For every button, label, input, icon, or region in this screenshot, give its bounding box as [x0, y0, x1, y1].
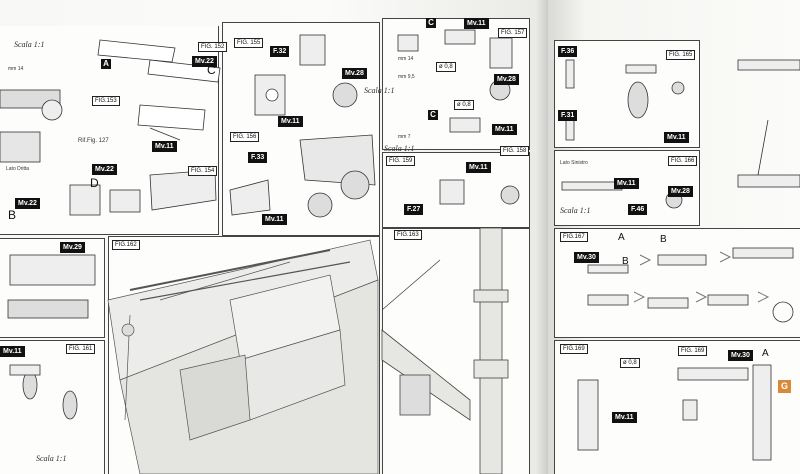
part-tag: Mv.28: [342, 68, 367, 79]
fig-153-label: FIG.153: [92, 96, 120, 106]
step-letter: C: [426, 18, 436, 28]
fig-154-label: FIG. 154: [188, 166, 218, 176]
diameter-label: ø 0,8: [436, 62, 456, 72]
step-letter: A: [101, 59, 111, 69]
fig-163-label: FIG.163: [394, 230, 422, 240]
part-tag: Mv.11: [492, 124, 517, 135]
fig-156-label: FIG. 156: [230, 132, 260, 142]
scale-label: Scala 1:1: [560, 206, 591, 215]
scale-label: Scala 1:1: [36, 454, 67, 463]
technical-drawings-right: [561, 59, 800, 461]
technical-drawings: [0, 29, 520, 474]
part-tag: Mv.11: [664, 132, 689, 143]
reference-label: Rif.Fig. 127: [78, 138, 109, 144]
step-letter: B: [660, 234, 667, 245]
step-letter: D: [90, 176, 99, 190]
part-tag: F.32: [270, 46, 290, 57]
step-letter: C: [428, 110, 438, 120]
right-page: F.36 FIG. 165 F.31 Mv.11 Lato Sinistro F…: [548, 0, 800, 474]
step-letter: A: [618, 232, 625, 243]
part-tag: Mv.28: [668, 186, 693, 197]
diameter-label: ø 0,8: [620, 358, 640, 368]
part-tag: Mv.11: [278, 116, 303, 127]
step-letter: A: [762, 348, 769, 359]
side-label: Lato Dritta: [6, 166, 30, 172]
fig-167-label: FIG.167: [560, 232, 588, 242]
dimension-label: mm 7: [398, 134, 411, 140]
part-tag: Mv.11: [614, 178, 639, 189]
part-tag: Mv.11: [152, 141, 177, 152]
fig-166-label: FIG. 166: [668, 156, 698, 166]
step-letter: B: [622, 256, 629, 267]
scale-label: Scala 1:1: [384, 144, 415, 153]
part-tag: Mv.11: [466, 162, 491, 173]
part-tag: Mv.11: [262, 214, 287, 225]
side-label: Lato Sinistro: [560, 160, 588, 166]
dimension-label: mm 14: [398, 56, 414, 62]
part-tag: F.31: [558, 110, 578, 121]
part-tag: Mv.22: [15, 198, 40, 209]
part-tag: Mv.30: [574, 252, 599, 263]
fig-157-label: FIG. 157: [498, 28, 528, 38]
scale-label: Scala 1:1: [14, 40, 45, 49]
fig-159-label: FIG. 159: [386, 156, 416, 166]
fig-161-label: FIG. 161: [66, 344, 96, 354]
step-letter: C: [207, 63, 216, 77]
fig-155-label: FIG. 155: [234, 38, 264, 48]
panel-fig-161: [0, 340, 105, 474]
scale-label: Scala 1:1: [364, 86, 395, 95]
part-tag: Mv.11: [0, 346, 25, 357]
part-tag: Mv.22: [192, 56, 217, 67]
fig-165-label: FIG. 165: [666, 50, 696, 60]
fig-169b-label: FIG. 169: [678, 346, 708, 356]
part-tag: F.33: [248, 152, 268, 163]
section-badge: G: [778, 380, 791, 393]
part-tag: Mv.30: [728, 350, 753, 361]
dimension-label: mm 14: [8, 66, 24, 72]
left-page: Scala 1:1 mm 14 FIG. 152 Mv.22 A C FIG.1…: [0, 0, 548, 474]
fig-152-label: FIG. 152: [198, 42, 228, 52]
fig-158-label: FIG. 158: [500, 146, 530, 156]
part-tag: Mv.11: [464, 18, 489, 29]
part-tag: Mv.11: [612, 412, 637, 423]
part-tag: Mv.28: [494, 74, 519, 85]
part-tag: F.27: [404, 204, 424, 215]
dimension-label: mm 9,5: [398, 74, 415, 80]
step-letter: B: [8, 208, 17, 222]
diameter-label: ø 0,8: [454, 100, 474, 110]
part-tag: F.46: [628, 204, 648, 215]
part-tag: Mv.29: [60, 242, 85, 253]
part-tag: Mv.22: [92, 164, 117, 175]
panel-fig-167: [554, 228, 800, 338]
fig-169-label: FIG.169: [560, 344, 588, 354]
part-tag: F.36: [558, 46, 578, 57]
fig-162-label: FIG.162: [112, 240, 140, 250]
